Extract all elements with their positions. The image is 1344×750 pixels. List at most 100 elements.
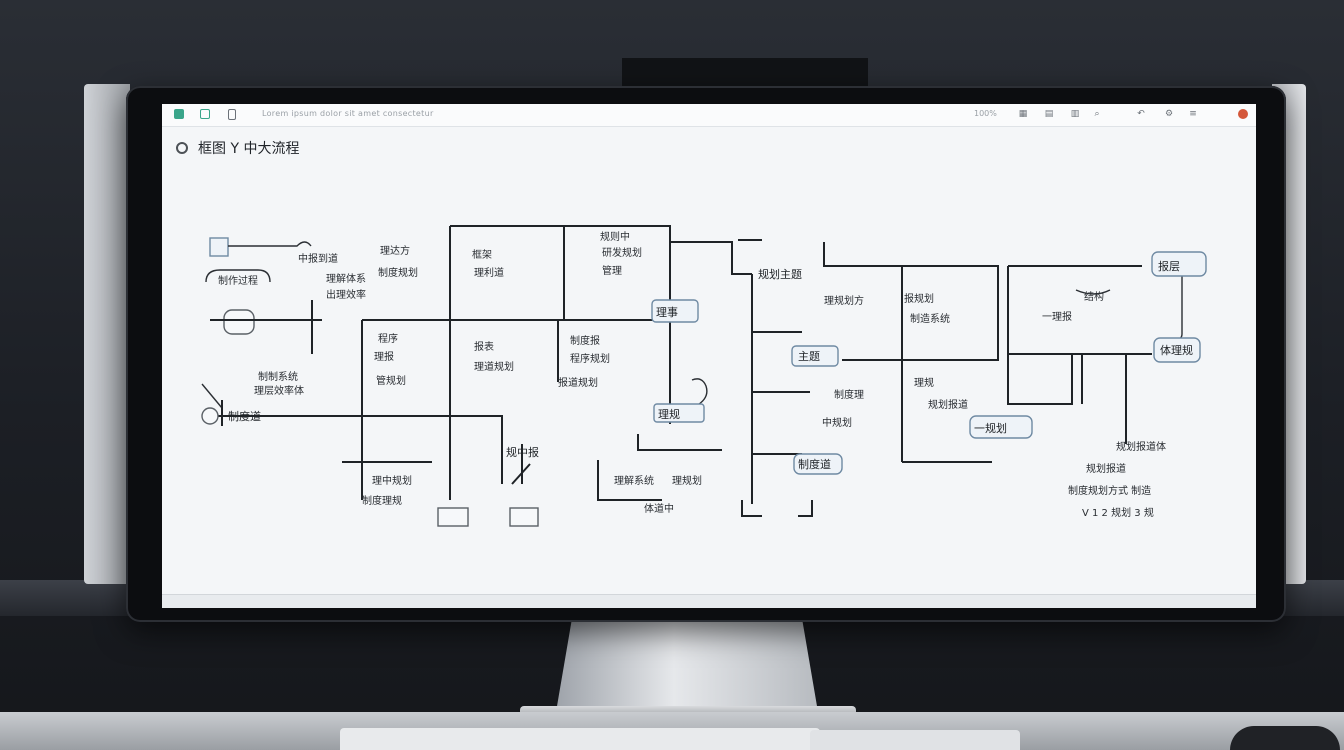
node-label: 制作过程 xyxy=(218,274,258,287)
app-toolbar: Lorem ipsum dolor sit amet consectetur 1… xyxy=(162,104,1256,127)
node-label: V 1 2 规划 3 规 xyxy=(1082,506,1154,519)
connector-line xyxy=(342,320,432,500)
node-label: 理中规划 xyxy=(372,474,412,487)
node-label: 程序 xyxy=(378,332,398,345)
node-label: 中规划 xyxy=(822,416,852,429)
node-label: 理规 xyxy=(658,407,680,421)
node-label: 主题 xyxy=(798,350,820,363)
document-icon[interactable] xyxy=(228,109,236,120)
node-label: 理利道 xyxy=(474,266,504,279)
connector-line xyxy=(557,241,752,382)
connector-line xyxy=(210,300,322,354)
node-label: 规则中 xyxy=(600,230,630,243)
node-label: 制度理 xyxy=(834,388,864,401)
node-label: 管理 xyxy=(602,264,622,277)
toolbar-title: Lorem ipsum dolor sit amet consectetur xyxy=(262,109,434,118)
node-label: 体道中 xyxy=(644,502,674,515)
zoom-level[interactable]: 100% xyxy=(974,109,997,118)
grid-icon[interactable]: ▦ xyxy=(1018,109,1028,119)
diagram-node-highlight[interactable] xyxy=(1153,337,1201,363)
node-label: 理解体系 xyxy=(326,272,366,285)
diagram-node-box[interactable] xyxy=(509,507,539,527)
node-label: 制造系统 xyxy=(910,312,950,325)
status-bar xyxy=(162,594,1256,608)
diagram-node-rounded[interactable] xyxy=(223,309,255,335)
diagram-node-circle[interactable] xyxy=(201,407,219,425)
node-label: 制度报 xyxy=(570,334,600,347)
connector-curve xyxy=(205,269,271,283)
connector-curve xyxy=(1173,274,1183,341)
flowchart-canvas[interactable]: 制作过程 中报到道 理解体系 出理效率 理达方 制度规划 制制系统 理层效率体 … xyxy=(162,104,1256,608)
diagram-node-highlight[interactable] xyxy=(969,415,1033,439)
mouse xyxy=(1230,726,1340,750)
diagram-node-highlight[interactable] xyxy=(791,345,839,367)
node-label: 理规划 xyxy=(672,474,702,487)
layers-icon[interactable]: ▤ xyxy=(1044,109,1054,119)
node-label: 规中报 xyxy=(506,445,539,459)
node-label: 理规划方 xyxy=(824,294,864,307)
node-label: 理层效率体 xyxy=(254,384,304,397)
connector-line xyxy=(554,226,664,321)
diagram-node-box[interactable] xyxy=(437,507,469,527)
node-label: 理规 xyxy=(914,376,934,389)
page-title-text: 框图 Y 中大流程 xyxy=(198,141,300,157)
connector-line xyxy=(511,444,531,485)
connector-line xyxy=(228,241,312,247)
node-label: 理道规划 xyxy=(474,360,514,373)
format-icon[interactable]: ▥ xyxy=(1070,109,1080,119)
node-label: 报道规划 xyxy=(558,376,598,389)
connector-curve xyxy=(691,378,708,407)
node-label: 程序规划 xyxy=(570,352,610,365)
node-label: 制度规划 xyxy=(378,266,418,279)
node-label: 一理报 xyxy=(1042,310,1072,323)
connector-line xyxy=(738,239,813,517)
undo-icon[interactable]: ↶ xyxy=(1137,109,1145,119)
node-label: 规划报道体 xyxy=(1116,440,1166,453)
node-label: 出理效率 xyxy=(326,288,366,301)
app-icon[interactable] xyxy=(174,109,184,119)
node-label: 制制系统 xyxy=(258,370,298,383)
node-label: 结构 xyxy=(1084,290,1104,303)
node-label: 理报 xyxy=(374,350,394,363)
settings-icon[interactable]: ⚙ xyxy=(1164,109,1174,119)
node-label: 制度理规 xyxy=(362,494,402,507)
app-screen: Lorem ipsum dolor sit amet consectetur 1… xyxy=(162,104,1256,608)
node-label: 中报到道 xyxy=(298,252,338,265)
diagram-node-highlight[interactable] xyxy=(651,299,699,323)
diagram-node-highlight[interactable] xyxy=(653,403,705,423)
wall-dark-block xyxy=(622,58,868,86)
diagram-node-highlight[interactable] xyxy=(1151,251,1207,277)
keyboard-numpad xyxy=(810,730,1020,750)
node-label: 报表 xyxy=(474,340,494,353)
node-label: 框架 xyxy=(472,248,492,261)
menu-icon[interactable]: ≡ xyxy=(1189,109,1197,119)
close-icon[interactable] xyxy=(1238,109,1248,119)
connector-line xyxy=(362,225,671,500)
connector-line xyxy=(201,383,223,409)
connector-line xyxy=(1081,354,1127,444)
node-label: 规划报道 xyxy=(928,398,968,411)
diagram-node-highlight[interactable] xyxy=(793,453,843,475)
node-label: 制度规划方式 制造 xyxy=(1068,484,1151,497)
node-label: 报规划 xyxy=(904,292,934,305)
node-label: 规划主题 xyxy=(758,267,802,281)
node-label: 理解系统 xyxy=(614,474,654,487)
node-label: 规划报道 xyxy=(1086,462,1126,475)
node-label: 一规划 xyxy=(974,421,1007,435)
monitor-side-panel-left xyxy=(84,84,130,584)
diagram-node-box[interactable] xyxy=(209,237,229,257)
node-label: 体理规 xyxy=(1160,343,1193,357)
connector-line xyxy=(1007,265,1152,405)
node-label: 制度道 xyxy=(228,409,261,423)
keyboard xyxy=(340,728,820,750)
page-title: 框图 Y 中大流程 xyxy=(176,138,299,158)
node-label: 理达方 xyxy=(380,244,410,257)
connector-curve xyxy=(1075,289,1111,295)
connector-line xyxy=(823,242,999,462)
node-label: 报层 xyxy=(1158,259,1180,273)
node-label: 理事 xyxy=(656,306,678,319)
circle-icon xyxy=(176,142,188,154)
save-icon[interactable] xyxy=(200,109,210,119)
zoom-icon[interactable]: ⌕ xyxy=(1094,109,1100,119)
connector-line xyxy=(751,274,810,504)
